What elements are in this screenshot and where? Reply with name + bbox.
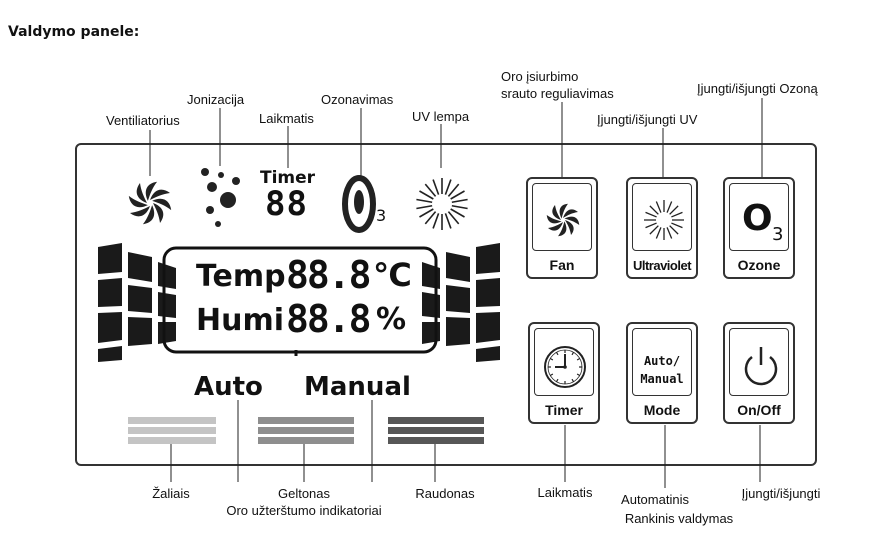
- mode-button[interactable]: Auto/ Manual Mode: [626, 322, 698, 424]
- power-icon: [744, 347, 778, 386]
- lcd-left-fan-bars: [98, 243, 176, 362]
- mode-button-label: Mode: [643, 402, 681, 418]
- mode-face-line2: Manual: [640, 372, 684, 386]
- lcd-ozone-icon: [342, 175, 376, 233]
- callout-ozone: Ozonavimas: [321, 92, 394, 107]
- pollution-bar-yellow: [258, 417, 354, 444]
- fan-icon: [546, 203, 580, 237]
- timer-button-label: Timer: [545, 402, 583, 418]
- ultraviolet-button[interactable]: Ultraviolet: [626, 177, 698, 279]
- callout-green: Žaliais: [152, 486, 190, 501]
- callout-mode-line2: Rankinis valdymas: [624, 511, 734, 526]
- clock-icon: [544, 346, 586, 388]
- lcd-auto-indicator: Auto: [194, 372, 263, 402]
- lcd-humi-digits: 88.8: [286, 297, 372, 341]
- callout-airflow-line2: srauto reguliavimas: [501, 86, 614, 101]
- power-button-face: [729, 328, 789, 396]
- leader-lines: [149, 98, 763, 488]
- callout-ionization: Jonizacija: [187, 92, 245, 107]
- power-button[interactable]: On/Off: [723, 322, 795, 424]
- callout-power: Įjungti/išjungti: [741, 486, 821, 501]
- pollution-bar-red: [388, 417, 484, 444]
- ozone-button[interactable]: O 3 Ozone: [723, 177, 795, 279]
- control-panel: [75, 143, 817, 466]
- fan-button[interactable]: Fan: [526, 177, 598, 279]
- lcd-ozone-subscript: 3: [376, 206, 387, 225]
- lcd-timer-label: Timer: [260, 168, 316, 188]
- ozone-symbol-subscript: 3: [772, 224, 784, 245]
- timer-button[interactable]: Timer: [528, 322, 600, 424]
- fan-button-label: Fan: [549, 257, 575, 273]
- lcd-ionization-icon: [201, 168, 240, 227]
- callout-timer: Laikmatis: [259, 111, 314, 126]
- lcd-temp-digits: 88.8: [286, 253, 372, 297]
- mode-button-face: Auto/ Manual: [632, 328, 692, 396]
- timer-button-face: [534, 328, 594, 396]
- callout-pollution-indicators: Oro užterštumo indikatoriai: [226, 503, 382, 518]
- fan-button-face: [532, 183, 592, 251]
- callout-uv-lamp: UV lempa: [412, 109, 470, 124]
- power-button-label: On/Off: [737, 402, 781, 418]
- page-title: Valdymo panele:: [8, 24, 140, 40]
- lcd-temp-label: Temp: [196, 259, 286, 294]
- callout-ozone-toggle: Įjungti/išjungti Ozoną: [697, 81, 818, 96]
- lcd-fan-icon: [128, 181, 172, 225]
- lcd-readout-frame: [162, 246, 438, 354]
- ozone-button-face: O 3: [729, 183, 789, 251]
- ultraviolet-button-face: [632, 183, 692, 251]
- callout-red: Raudonas: [415, 486, 475, 501]
- lcd-temp-unit: ℃: [373, 256, 412, 294]
- callout-uv-toggle: Įjungti/išjungti UV: [597, 112, 698, 127]
- ultraviolet-button-label: Ultraviolet: [632, 258, 692, 273]
- ozone-symbol-icon: O: [742, 198, 773, 239]
- lcd-uv-icon: [416, 178, 468, 230]
- mode-face-line1: Auto/: [643, 354, 681, 368]
- lcd-manual-indicator: Manual: [304, 372, 411, 402]
- callout-mode-line1: Automatinis: [621, 492, 689, 507]
- lcd-humi-label: Humi: [196, 303, 285, 338]
- pollution-bar-green: [128, 417, 216, 444]
- callout-fan: Ventiliatorius: [106, 113, 180, 128]
- callout-yellow: Geltonas: [277, 486, 331, 501]
- lcd-timer-digits: 88: [265, 184, 308, 224]
- uv-sun-icon: [644, 200, 684, 240]
- callout-airflow-line1: Oro įsiurbimo: [501, 69, 579, 84]
- callout-timer-button: Laikmatis: [537, 485, 593, 500]
- ozone-button-label: Ozone: [737, 257, 781, 273]
- lcd-humi-unit: %: [376, 302, 407, 337]
